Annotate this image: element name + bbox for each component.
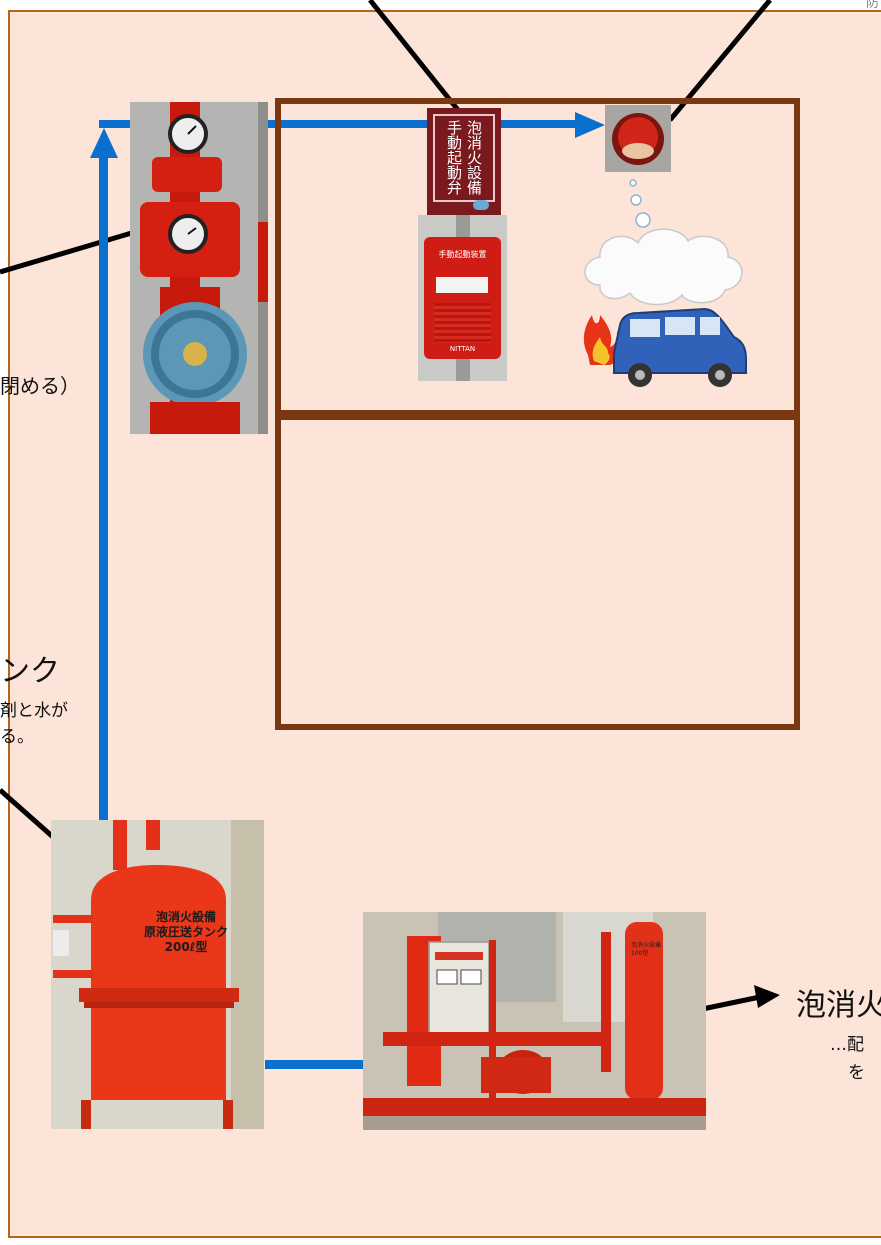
control-box-grille (434, 303, 491, 343)
control-box-brand: NITTAN (449, 345, 476, 353)
control-box-label (436, 277, 488, 293)
foam-concentrate-tank-photo: 泡消火設備 原液圧送タンク 200ℓ型 (51, 820, 264, 1129)
pipe-top-left-stub (99, 120, 139, 128)
room-upper (275, 98, 800, 420)
sign-indicator-icon (473, 200, 489, 210)
foam-and-car-fire-illustration (583, 179, 747, 387)
control-box-title: 手動起動装置 (438, 250, 487, 259)
connector-to-top-left (368, 0, 460, 112)
tank-plate-line2: 原液圧送タンク (143, 925, 228, 939)
tank-plate-line3: 200ℓ型 (164, 940, 208, 954)
sign-line-1: 泡消火設備 (465, 120, 483, 195)
pump-desc-line1: …配 (830, 1035, 864, 1055)
corner-mark: 防 (865, 0, 879, 11)
pump-desc-line2: を (848, 1063, 865, 1083)
foam-bubble (630, 194, 642, 206)
pump-tag: 泡消火設備 100型 (631, 942, 662, 957)
manual-start-control-box: 手動起動装置 NITTAN (418, 215, 507, 381)
pipe-vertical (99, 140, 108, 824)
pipe-up-arrowhead (90, 128, 118, 158)
tank-plate: 泡消火設備 原液圧送タンク 200ℓ型 (131, 910, 241, 955)
foam-bubble (629, 179, 637, 187)
tank-plate-line1: 泡消火設備 (155, 910, 216, 924)
foam-head-photo (605, 105, 671, 172)
foam-pump-unit-photo: 泡消火設備 100型 (363, 912, 706, 1130)
pump-title-text: 泡消火 (796, 988, 881, 1023)
sign-line-2: 手動起動弁 (445, 120, 463, 195)
foam-cloud (584, 228, 743, 306)
pipe-top-horizontal (265, 120, 580, 128)
tank-title-text: ンク (0, 654, 60, 689)
valve-label-text: 閉める） (0, 374, 80, 398)
foam-bubble (635, 212, 651, 228)
valve-assembly-photo (130, 102, 268, 434)
pipe-bottom-horizontal (265, 1060, 365, 1069)
connector-valve-left (0, 229, 136, 275)
pipe-right-arrowhead (575, 112, 605, 138)
manual-start-valve-sign: 泡消火設備 手動起動弁 (427, 108, 501, 216)
connector-arrowhead (754, 985, 780, 1008)
room-lower (275, 410, 800, 730)
tank-desc-line2: る。 (0, 727, 34, 747)
tank-desc-line1: 剤と水が (0, 701, 68, 721)
